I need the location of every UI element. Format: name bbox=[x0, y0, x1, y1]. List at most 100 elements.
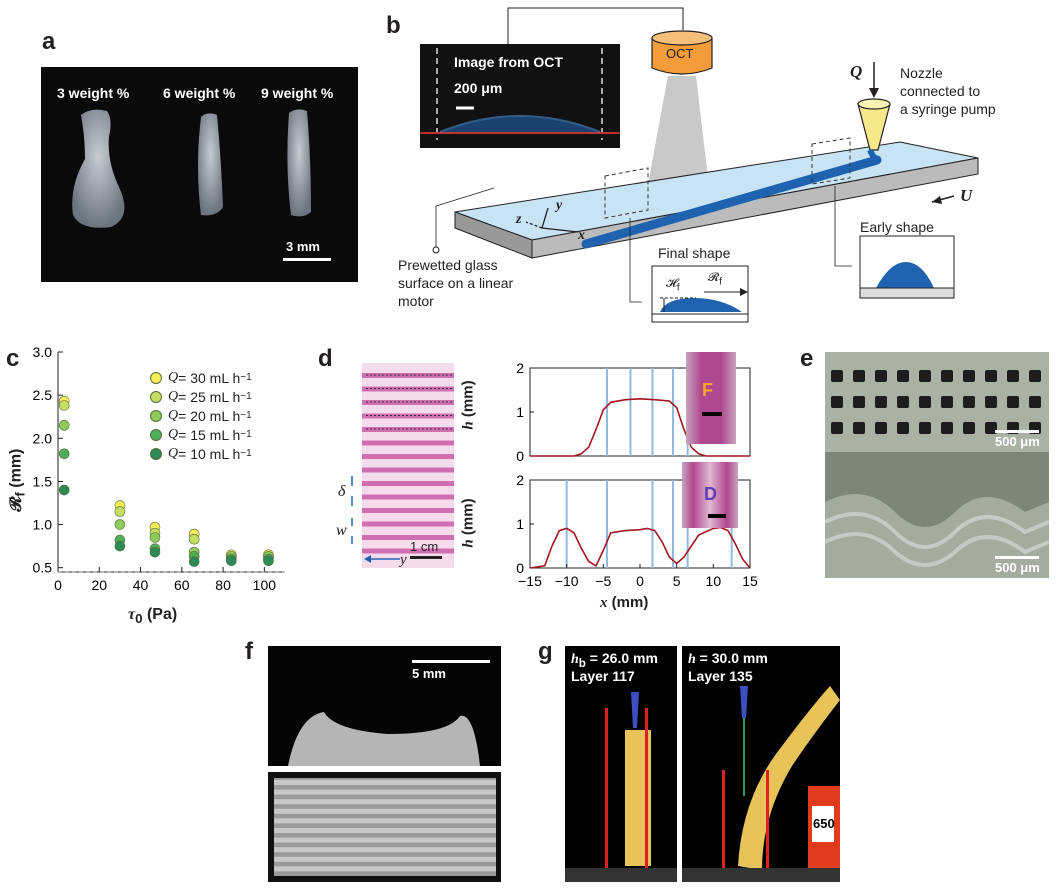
printed-layer bbox=[274, 856, 496, 862]
inset-letter-f: F bbox=[702, 380, 713, 400]
inset-letter-d: D bbox=[704, 484, 717, 504]
x-tick-label: 0 bbox=[636, 573, 644, 589]
panel-f-top-photo: 5 mm bbox=[268, 646, 501, 766]
label-3-weight: 3 weight % bbox=[57, 85, 130, 101]
x-tick-label: 100 bbox=[253, 577, 277, 593]
nozzle-caption: Nozzle connected to a syringe pump bbox=[900, 65, 996, 117]
axis-y-label: y bbox=[556, 198, 563, 213]
printed-strand bbox=[362, 508, 454, 513]
panel-g-left-height: hb = 26.0 mm bbox=[571, 650, 658, 670]
panel-c-xlabel: τ0 (Pa) bbox=[128, 606, 178, 627]
gel-sample-9pct bbox=[287, 109, 311, 217]
lattice-hole bbox=[853, 396, 865, 408]
panel-f-scalebar-label: 5 mm bbox=[412, 666, 446, 681]
axis-z-label: z bbox=[516, 212, 522, 227]
y-tick-label: 2 bbox=[516, 472, 524, 488]
inset-bottom-scalebar bbox=[708, 514, 726, 518]
printed-strand bbox=[362, 535, 454, 540]
early-shape-label: Early shape bbox=[860, 219, 934, 235]
panel-e-scalebar-bottom-label: 500 μm bbox=[995, 560, 1040, 575]
glass-caption: Prewetted glass surface on a linear moto… bbox=[398, 257, 514, 309]
lattice-hole bbox=[963, 396, 975, 408]
panel-label-g: g bbox=[538, 638, 553, 665]
lattice-hole bbox=[897, 422, 909, 434]
oct-beam bbox=[646, 76, 710, 195]
data-point bbox=[149, 546, 161, 558]
label-9-weight: 9 weight % bbox=[261, 85, 334, 101]
stacked-layers-illustration bbox=[274, 778, 496, 876]
lattice-hole bbox=[853, 370, 865, 382]
label-6-weight: 6 weight % bbox=[163, 85, 236, 101]
legend-marker bbox=[150, 390, 162, 403]
final-shape-label: Final shape bbox=[658, 245, 731, 261]
panel-label-e: e bbox=[800, 345, 814, 372]
panel-g-right-layer: Layer 135 bbox=[688, 668, 753, 684]
lattice-hole bbox=[963, 370, 975, 382]
printed-strand bbox=[362, 494, 454, 500]
lattice-hole bbox=[1029, 370, 1041, 382]
lattice-hole bbox=[897, 396, 909, 408]
nozzle bbox=[857, 103, 891, 151]
lattice-hole bbox=[1007, 370, 1019, 382]
panel-a-photo: 3 weight % 6 weight % 9 weight % 3 mm bbox=[41, 67, 358, 282]
x-tick-label: 80 bbox=[215, 577, 231, 593]
printed-layer bbox=[274, 799, 496, 805]
panel-e-scalebar-top-label: 500 μm bbox=[995, 434, 1040, 449]
printed-layer bbox=[274, 818, 496, 824]
legend-marker bbox=[150, 447, 162, 460]
gel-sample-3pct bbox=[72, 109, 125, 228]
data-point bbox=[114, 519, 126, 530]
strand-lines bbox=[362, 373, 454, 554]
lattice-hole bbox=[985, 396, 997, 408]
lattice-illustration bbox=[825, 352, 1049, 578]
lattice-hole bbox=[875, 422, 887, 434]
x-tick-label: 40 bbox=[133, 577, 149, 593]
panel-e-photo: 500 μm 500 μm bbox=[825, 352, 1049, 578]
printed-filament bbox=[581, 155, 882, 249]
final-shape-inset bbox=[651, 265, 749, 323]
legend-marker bbox=[150, 409, 162, 422]
panel-label-d: d bbox=[318, 345, 333, 372]
width-label: w bbox=[336, 522, 347, 539]
lattice-hole bbox=[897, 370, 909, 382]
y-tick-label: 0 bbox=[516, 560, 524, 576]
lattice-hole bbox=[853, 422, 865, 434]
printed-strand bbox=[362, 548, 454, 554]
y-tick-label: 0 bbox=[516, 448, 524, 464]
lattice-hole bbox=[919, 422, 931, 434]
gel-sample-6pct bbox=[198, 113, 223, 216]
panel-e-scalebar-bottom bbox=[995, 556, 1039, 559]
panel-e-scalebar-top bbox=[995, 430, 1039, 433]
panel-g-left-layer: Layer 117 bbox=[571, 668, 635, 684]
printed-layer bbox=[274, 780, 496, 785]
ruler-number: 650 bbox=[813, 816, 835, 831]
y-tick-label: 1 bbox=[516, 516, 524, 532]
legend-item: Q = 15 mL h−1 bbox=[150, 425, 252, 444]
x-tick-label: −5 bbox=[595, 573, 611, 589]
strand-scalebar-label: 1 cm bbox=[410, 539, 439, 554]
panel-label-f: f bbox=[245, 638, 253, 665]
printing-setup-schematic bbox=[420, 7, 979, 323]
printed-strand bbox=[362, 440, 454, 446]
oct-profile-curve bbox=[439, 115, 601, 133]
printed-layer bbox=[274, 828, 496, 833]
y-tick-label: 3.0 bbox=[33, 344, 53, 360]
printed-strand bbox=[362, 454, 454, 459]
oct-device-label: OCT bbox=[666, 46, 694, 61]
panel-f-bottom-photo bbox=[268, 772, 501, 882]
data-point bbox=[58, 484, 70, 496]
final-height-symbol: 𝓗f bbox=[666, 276, 680, 294]
y-tick-label: 1.5 bbox=[33, 473, 53, 489]
panel-d-xlabel: x (mm) bbox=[600, 594, 649, 611]
y-tick-label: 1 bbox=[516, 404, 524, 420]
x-tick-label: 5 bbox=[673, 573, 681, 589]
x-tick-label: 20 bbox=[91, 577, 107, 593]
x-tick-label: 15 bbox=[742, 573, 758, 589]
panel-label-a: a bbox=[42, 28, 56, 55]
y-direction-arrow bbox=[364, 555, 400, 563]
lattice-hole bbox=[831, 422, 843, 434]
y-tick-label: 2.5 bbox=[33, 387, 53, 403]
oct-scalebar-label: 200 μm bbox=[454, 80, 503, 96]
panel-label-b: b bbox=[386, 12, 401, 39]
